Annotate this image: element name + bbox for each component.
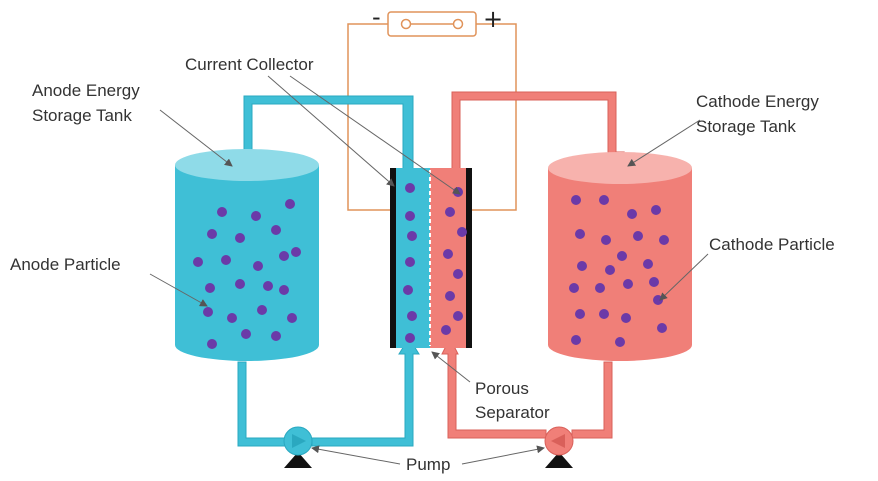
battery-plus-sign: + (483, 5, 503, 33)
anode-tank-particle (287, 313, 297, 323)
cathode-cell-particle (453, 269, 463, 279)
cathode-tank-particle (575, 229, 585, 239)
cathode-tank-particle (615, 337, 625, 347)
cathode-cell-particle (457, 227, 467, 237)
circuit-wire-right (472, 23, 517, 211)
anode-tank-label-line2: Storage Tank (32, 106, 132, 125)
cathode-tank-particle (649, 277, 659, 287)
cathode-tank-particle (633, 231, 643, 241)
circuit-wire (347, 23, 402, 211)
anode-tank-label-line1: Anode Energy (32, 81, 140, 100)
anode-tank-particle (227, 313, 237, 323)
cathode-tank-particle (599, 309, 609, 319)
cathode-tank-particle (651, 205, 661, 215)
anode-tank-particle (207, 339, 217, 349)
anode-tank-particle (279, 251, 289, 261)
cathode-tank-particle (569, 283, 579, 293)
anode-tank-particle (207, 229, 217, 239)
anode-tank-particle (205, 283, 215, 293)
cathode-tank-particle (571, 195, 581, 205)
cathode-particle-label: Cathode Particle (709, 235, 835, 254)
cathode-tank-particle (643, 259, 653, 269)
cathode-tank-particle (617, 251, 627, 261)
cathode-cell-particle (445, 291, 455, 301)
cathode-current-collector (466, 168, 472, 348)
cathode-pump-icon (544, 426, 574, 468)
anode-tank-particle (203, 307, 213, 317)
battery-icon (387, 11, 477, 37)
cathode-tank-particle (605, 265, 615, 275)
anode-tank-particle (235, 279, 245, 289)
porous-separator-label-line1: Porous (475, 379, 529, 398)
cathode-tank-particle (623, 279, 633, 289)
cathode-tank-particle (571, 335, 581, 345)
leader-lines (149, 75, 709, 465)
cathode-cell-particle (445, 207, 455, 217)
anode-cell-particle (405, 183, 415, 193)
anode-tank-particle (271, 331, 281, 341)
anode-tank-particle (257, 305, 267, 315)
cathode-tank-particle (621, 313, 631, 323)
cathode-cell-particle (453, 187, 463, 197)
anode-tank-particle (217, 207, 227, 217)
anode-cell-particle (405, 211, 415, 221)
particles-layer (193, 183, 669, 349)
cathode-cell-particle (453, 311, 463, 321)
cathode-tank-particle (601, 235, 611, 245)
anode-pump-icon (283, 426, 313, 468)
cathode-tank-particle (599, 195, 609, 205)
cathode-tank-particle (577, 261, 587, 271)
cathode-cell-particle (441, 325, 451, 335)
anode-cell-particle (403, 285, 413, 295)
anode-tank-particle (263, 281, 273, 291)
anode-tank-particle (279, 285, 289, 295)
anode-cell-particle (405, 333, 415, 343)
cathode-tank-particle (595, 283, 605, 293)
anode-tank-particle (193, 257, 203, 267)
cathode-tank-particle (575, 309, 585, 319)
anode-cell-particle (407, 231, 417, 241)
anode-tank-particle (251, 211, 261, 221)
anode-cell-particle (407, 311, 417, 321)
anode-tank-particle (235, 233, 245, 243)
pump-label: Pump (406, 455, 450, 474)
cathode-tank-particle (657, 323, 667, 333)
cathode-cell-particle (443, 249, 453, 259)
porous-separator-label-line2: Separator (475, 403, 550, 422)
anode-tank-particle (285, 199, 295, 209)
anode-tank-particle (221, 255, 231, 265)
anode-current-collector (390, 168, 396, 348)
anode-tank-particle (291, 247, 301, 257)
cathode-tank-particle (653, 295, 663, 305)
battery-minus-sign: - (372, 3, 381, 31)
anode-tank-particle (241, 329, 251, 339)
cathode-tank-label-line1: Cathode Energy (696, 92, 819, 111)
current-collector-label: Current Collector (185, 55, 314, 74)
anode-cell-particle (405, 257, 415, 267)
anode-tank-particle (271, 225, 281, 235)
anode-particle-label: Anode Particle (10, 255, 121, 274)
cathode-tank-particle (659, 235, 669, 245)
anode-tank-particle (253, 261, 263, 271)
cathode-tank-label-line2: Storage Tank (696, 117, 796, 136)
cathode-tank-particle (627, 209, 637, 219)
